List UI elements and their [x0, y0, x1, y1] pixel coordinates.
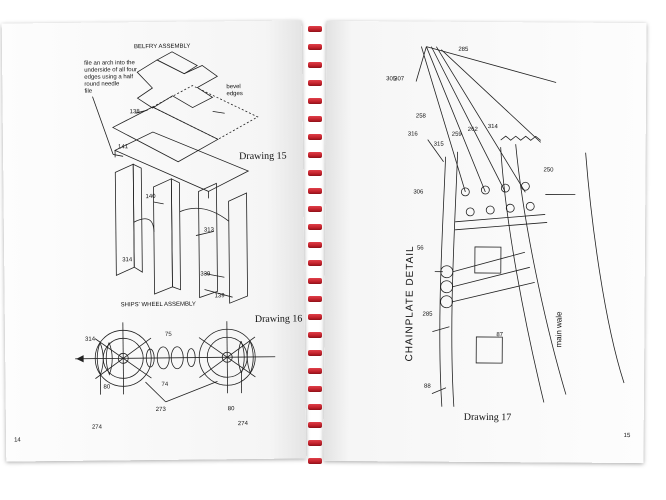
- spiral-coil: [308, 278, 322, 284]
- spiral-coil: [308, 350, 322, 356]
- ships-wheel-title: SHIPS' WHEEL ASSEMBLY: [120, 301, 196, 309]
- spiral-coil: [308, 314, 322, 320]
- wheel-part-274-left: 274: [91, 424, 102, 431]
- spiral-coil: [308, 98, 322, 104]
- part-307: 307: [394, 76, 405, 83]
- note-line-4: round needle: [84, 81, 120, 88]
- wheel-part-314: 314: [84, 336, 96, 343]
- wheel-part-274-right: 274: [237, 421, 248, 428]
- part-250: 250: [543, 167, 554, 174]
- wheel-part-74: 74: [161, 381, 169, 388]
- spiral-coil: [308, 332, 322, 338]
- spiral-coil: [308, 170, 322, 176]
- drawing-16-caption: Drawing 16: [254, 313, 303, 325]
- part-139: 139: [214, 293, 225, 300]
- part-259: 259: [451, 131, 462, 138]
- chainplate-detail-title: CHAINPLATE DETAIL: [404, 245, 416, 362]
- spiral-coil: [308, 368, 322, 374]
- part-138: 138: [129, 109, 140, 116]
- spiral-coil: [308, 440, 322, 446]
- spiral-coil: [308, 134, 322, 140]
- spiral-binding: [308, 20, 322, 470]
- belfry-assembly-title: BELFRY ASSEMBLY: [133, 43, 191, 51]
- part-87: 87: [496, 332, 504, 339]
- part-56: 56: [416, 245, 424, 252]
- edges-label: edges: [226, 91, 243, 98]
- spiral-coil: [308, 206, 322, 212]
- part-285-top: 285: [458, 46, 469, 53]
- wheel-part-273: 273: [155, 406, 166, 413]
- note-line-5: file: [84, 88, 93, 95]
- left-page: BELFRY ASSEMBLY file an arch into the un…: [1, 20, 307, 462]
- belfry-wheel-drawing: [75, 51, 276, 403]
- part-339: 339: [200, 271, 211, 278]
- spiral-coil: [308, 44, 322, 50]
- spiral-coil: [308, 386, 322, 392]
- part-316: 316: [407, 131, 418, 138]
- spiral-coil: [308, 188, 322, 194]
- part-313: 313: [203, 227, 214, 234]
- part-285-bottom: 285: [422, 311, 433, 318]
- right-page: 285 305 307 258 316 315 259 262 314 306 …: [323, 20, 647, 464]
- spiral-coil: [308, 116, 322, 122]
- spiral-coil: [308, 26, 322, 32]
- left-page-number: 14: [14, 437, 21, 444]
- wheel-part-80-right: 80: [227, 406, 235, 413]
- part-314: 314: [122, 257, 133, 264]
- spiral-coil: [308, 152, 322, 158]
- wheel-part-80-left: 80: [103, 384, 111, 391]
- part-315: 315: [433, 141, 444, 148]
- part-258: 258: [415, 113, 426, 120]
- spiral-coil: [308, 80, 322, 86]
- spiral-coil: [308, 404, 322, 410]
- main-wale-label: main wale: [554, 311, 564, 348]
- spiral-coil: [308, 458, 322, 464]
- spiral-coil: [308, 62, 322, 68]
- part-140: 140: [145, 193, 156, 201]
- right-page-number: 15: [623, 432, 631, 440]
- wheel-part-75: 75: [164, 331, 172, 338]
- part-262: 262: [467, 126, 478, 133]
- drawing-17-caption: Drawing 17: [463, 411, 512, 424]
- chainplate-drawing: [415, 46, 625, 407]
- part-88: 88: [423, 383, 431, 390]
- part-314-right: 314: [487, 124, 498, 131]
- part-141: 141: [117, 144, 129, 151]
- spiral-coil: [308, 422, 322, 428]
- drawing-15-caption: Drawing 15: [239, 150, 287, 163]
- part-306: 306: [413, 189, 424, 196]
- spiral-coil: [308, 296, 322, 302]
- spiral-coil: [308, 242, 322, 248]
- spiral-coil: [308, 224, 322, 230]
- spiral-coil: [308, 260, 322, 266]
